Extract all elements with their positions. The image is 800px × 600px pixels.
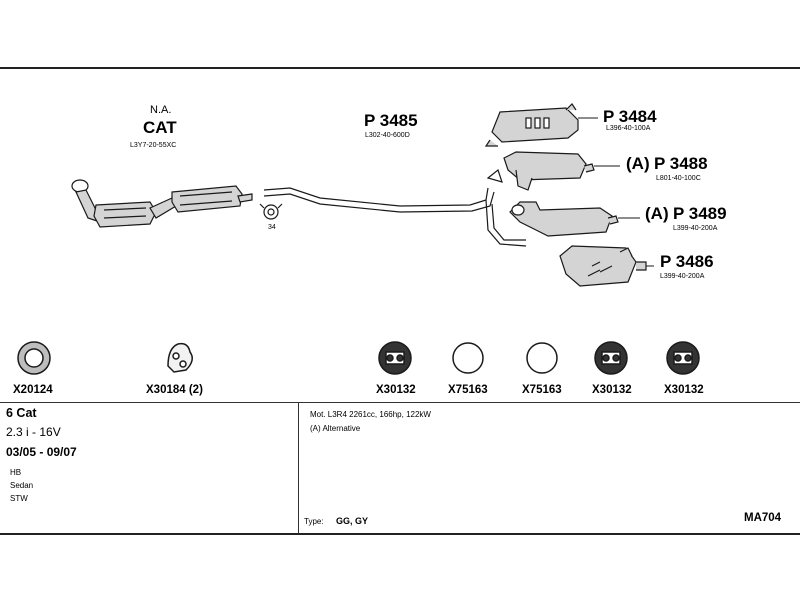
cat-type: 6 Cat (6, 406, 37, 420)
kit-code: MA704 (744, 512, 782, 524)
alternative-note: (A) Alternative (310, 424, 361, 433)
rubber-mount-icon[interactable] (666, 341, 700, 375)
accessory-code[interactable]: X30132 (376, 384, 416, 396)
engine-spec: 2.3 i - 16V (6, 425, 61, 439)
accessory-code[interactable]: X30132 (592, 384, 632, 396)
cat-label: CAT (143, 118, 177, 137)
gasket-ring-icon[interactable] (17, 341, 51, 375)
rubber-mount-icon[interactable] (378, 341, 412, 375)
part-prefix-3489: (A) (645, 204, 669, 223)
clamp-label: 34 (268, 224, 276, 231)
part-code-3488: L801-40-100C (656, 175, 701, 182)
rubber-hanger-icon[interactable] (167, 342, 193, 373)
info-divider (298, 402, 299, 533)
ring-icon[interactable] (526, 342, 558, 374)
ring-icon[interactable] (452, 342, 484, 374)
accessory-code[interactable]: X75163 (448, 384, 488, 396)
year-range: 03/05 - 09/07 (6, 445, 77, 459)
cat-code: L3Y7-20-55XC (130, 142, 177, 149)
part-code-3489: L399-40-200A (673, 225, 718, 232)
type-label: Type: (304, 517, 324, 526)
part-code-3485: L302-40-600D (365, 132, 410, 139)
accessory-code[interactable]: X30132 (664, 384, 704, 396)
body-type: HB (10, 468, 22, 477)
center-pipe[interactable] (263, 168, 527, 247)
part-number-3489[interactable]: P 3489 (673, 204, 727, 223)
accessory-code[interactable]: X30184 (2) (146, 384, 203, 396)
body-type: Sedan (10, 481, 34, 490)
part-number-3484[interactable]: P 3484 (603, 107, 657, 126)
callout-lines (578, 117, 654, 267)
part-number-3488[interactable]: P 3488 (654, 154, 708, 173)
na-label: N.A. (150, 104, 172, 116)
part-prefix-3488: (A) (626, 154, 650, 173)
diagram-frame (0, 67, 800, 535)
clamp[interactable] (259, 203, 283, 220)
rear-silencer-3484[interactable] (484, 103, 579, 147)
rubber-mount-icon[interactable] (594, 341, 628, 375)
part-code-3486: L399-40-200A (660, 273, 705, 280)
type-value: GG, GY (336, 516, 369, 526)
accessory-code[interactable]: X75163 (522, 384, 562, 396)
section-divider (0, 402, 800, 403)
rear-silencer-3488[interactable] (503, 151, 595, 191)
motor-spec: Mot. L3R4 2261cc, 166hp, 122kW (310, 410, 431, 419)
rear-silencer-3489[interactable] (509, 201, 619, 237)
catalytic-converter[interactable] (71, 179, 253, 228)
body-type: STW (10, 494, 28, 503)
rear-silencer-3486[interactable] (559, 245, 647, 287)
part-number-3485[interactable]: P 3485 (364, 111, 418, 130)
part-number-3486[interactable]: P 3486 (660, 252, 714, 271)
part-code-3484: L396-40-100A (606, 125, 651, 132)
accessory-code[interactable]: X20124 (13, 384, 53, 396)
